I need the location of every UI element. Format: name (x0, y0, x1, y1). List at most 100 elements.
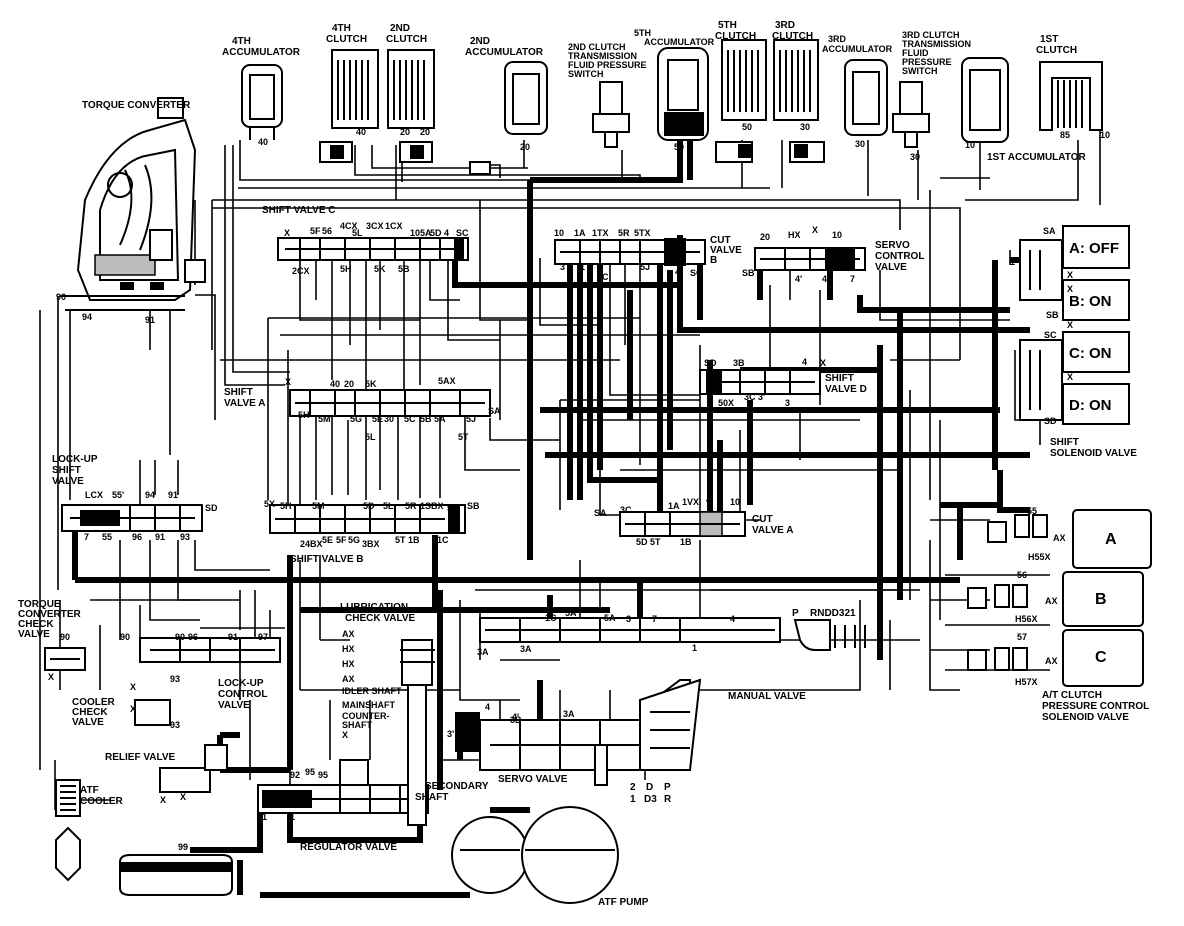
lube-ax-2: AX (342, 674, 355, 684)
pc-c-letter: C (1095, 649, 1107, 666)
cut-valve-b-body (554, 238, 706, 266)
port-label-servo-ctrl-2: X (812, 225, 818, 235)
accumulator-5th (657, 47, 709, 141)
tc-check-label-4: VALVE (18, 629, 50, 640)
port-label-cut-a-4: 1A (668, 501, 680, 511)
port-label-shift-c-top-8: 5A (420, 228, 432, 238)
cut-valve-a-body (619, 511, 746, 537)
port-label-shift-b-top-1: 5H (280, 501, 292, 511)
port-label-tc-area-6: 90 (175, 632, 185, 642)
port-label-accum-ports-6: 50 (742, 122, 752, 132)
port-label-manual-5: 4 (730, 614, 735, 624)
port-label-manual-4: 7 (652, 614, 657, 624)
accumulator-2nd (469, 61, 548, 175)
switch-3rd-label-2: TRANSMISSION (902, 39, 971, 49)
shift-positions-top: RNDD321 (810, 608, 856, 619)
port-label-shift-c-top-7: 10 (410, 228, 420, 238)
port-label-solenoid-ports-2: 1 (1010, 257, 1015, 267)
port-label-regulator-5: 99 (178, 842, 188, 852)
accumulator-3rd (844, 59, 888, 136)
port-label-manual-9: 3A (563, 709, 575, 719)
accumulator-4th (241, 64, 283, 140)
port-label-shift-b-top-5: 5R (405, 501, 417, 511)
accum-3rd-label-1: 3RD (828, 34, 847, 44)
lube-x: X (342, 730, 348, 740)
clutch-3rd-label-1: 3RD (775, 20, 795, 31)
port-label-shift-c-top-5: 3CX (366, 221, 384, 231)
clutch-2nd-label-2: CLUTCH (386, 34, 427, 45)
lubrication-check-label-2: CHECK VALVE (345, 613, 416, 624)
pc-c-ax: AX (1045, 656, 1058, 666)
regulator-valve-body (257, 759, 429, 814)
port-label-shift-b-top-6: 1SBX (420, 501, 444, 511)
servo-control-label-3: VALVE (875, 262, 907, 273)
cooler-check-label-3: VALVE (72, 717, 104, 728)
shift-valve-b-label: SHIFT VALVE B (290, 554, 364, 565)
pc-a-ax: AX (1053, 533, 1066, 543)
port-label-shift-d-2: 4 (802, 357, 807, 367)
port-label-solenoid-ports-8: SD (1044, 416, 1057, 426)
port-label-cut-b-5: 3 (560, 262, 565, 272)
pressure-control-solenoids (967, 509, 1152, 687)
at-clutch-label-1: A/T CLUTCH (1042, 690, 1102, 701)
port-label-accum-ports-7: 30 (800, 122, 810, 132)
port-label-accum-ports-3: 20 (420, 127, 430, 137)
port-label-shift-c-top-0: X (284, 228, 290, 238)
port-label-accum-ports-8: 30 (855, 139, 865, 149)
port-label-cut-a-0: SA (594, 508, 607, 518)
port-label-shift-c-top-6: 1CX (385, 221, 403, 231)
port-label-shift-a-top-0: X (285, 377, 291, 387)
cut-valve-b-label-2: VALVE (710, 245, 742, 256)
port-label-shift-a-bottom-7: 5A (434, 414, 446, 424)
shift-row2-a: 1 (630, 794, 636, 805)
port-label-manual-0: 1C (545, 613, 557, 623)
clutch-3rd (773, 39, 825, 163)
lube-counter-2: SHAFT (342, 720, 372, 730)
shift-row1-a: 2 (630, 782, 636, 793)
port-label-regulator-3: 1 (262, 812, 267, 822)
port-label-lockup-top-3: 91 (168, 490, 178, 500)
port-label-regulator-7: X (455, 734, 461, 744)
port-label-cut-a-2: 5D (636, 537, 648, 547)
cut-valve-a-label-1: CUT (752, 514, 773, 525)
atf-pump-body (451, 806, 619, 904)
port-label-accum-ports-12: 10 (1100, 130, 1110, 140)
port-label-manual-3: 3 (626, 614, 631, 624)
pc-b-ax: AX (1045, 596, 1058, 606)
port-label-cut-b-0: 10 (554, 228, 564, 238)
port-label-solenoid-ports-7: X (1067, 372, 1073, 382)
port-label-shift-c-top-10: 4 (444, 228, 449, 238)
clutch-4th-label-1: 4TH (332, 23, 351, 34)
solenoid-a-state: A: OFF (1069, 240, 1119, 257)
port-label-regulator-4: 1 (290, 812, 295, 822)
lockup-control-label-3: VALVE (218, 700, 250, 711)
port-label-cut-b-3: 5R (618, 228, 630, 238)
shift-valve-a-label-2: VALVE A (224, 398, 265, 409)
lockup-shift-label-3: VALVE (52, 476, 84, 487)
port-label-tc-area-7: 96 (188, 632, 198, 642)
port-label-shift-a-bottom-8: SA (488, 406, 501, 416)
port-label-shift-b-bottom-1: 5E (322, 535, 333, 545)
pc-b-letter: B (1095, 591, 1107, 608)
accum-5th-label-1: 5TH (634, 28, 651, 38)
regulator-valve-label: REGULATOR VALVE (300, 842, 397, 853)
cooler-check-label-2: CHECK (72, 707, 108, 718)
port-label-solenoid-ports-3: X (1067, 284, 1073, 294)
port-label-solenoid-ports-5: SC (1044, 330, 1057, 340)
port-label-shift-b-bottom-3: 5G (348, 535, 360, 545)
shift-row1-c: P (664, 782, 671, 793)
manual-valve-lever (639, 678, 702, 771)
port-label-shift-a-top-4: 5AX (438, 376, 456, 386)
port-label-manual-1: 5A (565, 608, 577, 618)
manual-valve-body (479, 617, 866, 651)
shift-valve-d-label-1: SHIFT (825, 373, 854, 384)
port-label-solenoid-ports-6: X (1067, 320, 1073, 330)
port-label-shift-b-bottom-7: 1C (437, 535, 449, 545)
port-label-shift-b-top-8: SB (467, 501, 480, 511)
component-labels: TORQUE CONVERTER 4TH ACCUMULATOR 4TH CLU… (18, 20, 1149, 908)
shift-valve-d-label-2: VALVE D (825, 384, 867, 395)
port-label-cut-a-3: 5T (650, 537, 661, 547)
shift-valve-c-label: SHIFT VALVE C (262, 205, 336, 216)
lockup-shift-label-2: SHIFT (52, 465, 81, 476)
